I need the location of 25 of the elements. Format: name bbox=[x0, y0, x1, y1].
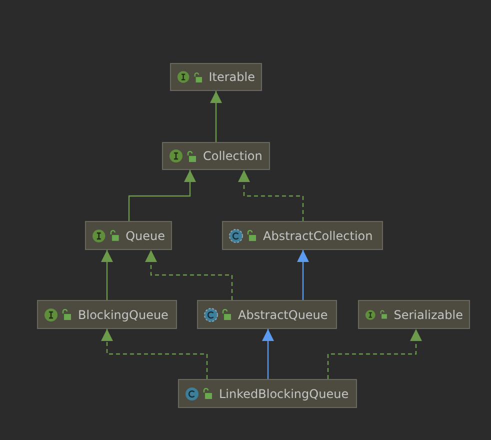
class-name: Collection bbox=[203, 149, 262, 163]
class-name: Queue bbox=[126, 228, 165, 242]
class-box bbox=[222, 221, 383, 250]
arrow bbox=[210, 91, 222, 142]
dashed-arrow bbox=[145, 250, 233, 300]
arrow bbox=[128, 170, 196, 221]
class-box bbox=[85, 221, 172, 250]
arrow bbox=[101, 250, 113, 300]
class-box bbox=[197, 300, 337, 329]
arrow bbox=[262, 329, 274, 379]
arrow bbox=[297, 250, 309, 300]
class-box bbox=[358, 300, 470, 329]
class-name: AbstractCollection bbox=[263, 228, 373, 242]
class-name: Serializable bbox=[394, 308, 463, 322]
class-box bbox=[162, 142, 270, 170]
class-box bbox=[37, 300, 177, 329]
dashed-arrow bbox=[238, 170, 304, 221]
class-name: AbstractQueue bbox=[238, 308, 328, 322]
class-name: BlockingQueue bbox=[78, 308, 168, 322]
dashed-arrow bbox=[327, 329, 422, 379]
class-name: LinkedBlockingQueue bbox=[219, 386, 349, 400]
class-name: Iterable bbox=[208, 70, 255, 84]
dashed-arrow bbox=[101, 329, 208, 379]
class-box bbox=[178, 379, 357, 408]
class-box bbox=[170, 63, 262, 91]
